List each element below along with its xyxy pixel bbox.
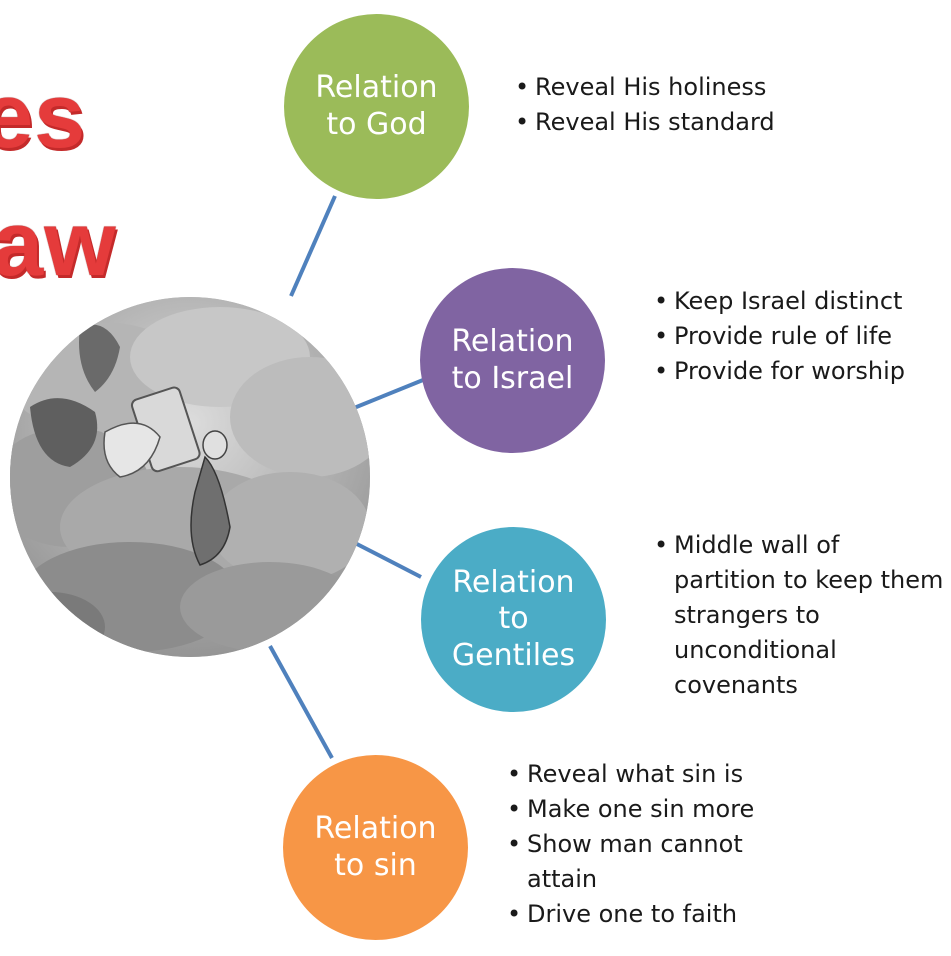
title-fragment-top: es xyxy=(0,65,87,167)
node-label-line: to xyxy=(498,601,529,637)
bullet-item: Make one sin more xyxy=(507,792,807,827)
bullets-israel: Keep Israel distinct Provide rule of lif… xyxy=(654,284,905,389)
bullet-item: Reveal what sin is xyxy=(507,757,807,792)
connector-god xyxy=(289,195,337,297)
node-label-line: to sin xyxy=(334,847,417,883)
node-label-line: to God xyxy=(326,106,427,142)
node-label-line: Relation xyxy=(314,810,437,846)
bullet-item: Drive one to faith xyxy=(507,897,807,932)
node-label-line: to Israel xyxy=(451,360,574,396)
bullet-item: Show man cannot attain xyxy=(507,827,807,897)
bullets-gentiles: Middle wall of partition to keep them st… xyxy=(654,528,944,703)
node-label-line: Relation xyxy=(452,564,575,600)
bullet-item: Reveal His holiness xyxy=(515,70,775,105)
connector-israel xyxy=(348,378,424,412)
bullets-god: Reveal His holiness Reveal His standard xyxy=(515,70,775,140)
bullets-sin: Reveal what sin is Make one sin more Sho… xyxy=(507,757,807,932)
title-fragment-bottom: aw xyxy=(0,193,117,295)
bullet-item: Provide rule of life xyxy=(654,319,905,354)
bullet-item: Keep Israel distinct xyxy=(654,284,905,319)
center-engraving-image xyxy=(10,297,370,657)
bullet-item: Reveal His standard xyxy=(515,105,775,140)
node-label-line: Relation xyxy=(315,69,438,105)
node-label-line: Gentiles xyxy=(451,637,576,673)
connector-sin xyxy=(268,645,334,759)
connector-gentiles xyxy=(352,540,422,579)
bullet-item: Middle wall of partition to keep them st… xyxy=(654,528,944,703)
node-label-line: Relation xyxy=(451,323,574,359)
bullet-item: Provide for worship xyxy=(654,354,905,389)
